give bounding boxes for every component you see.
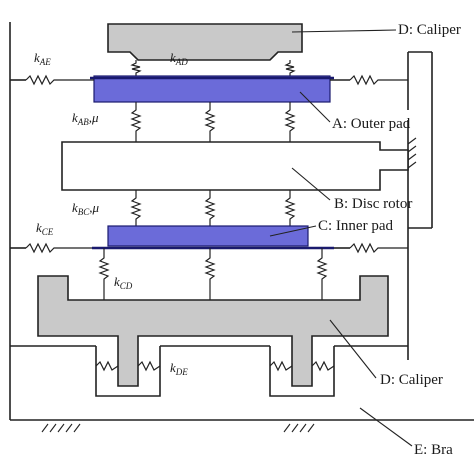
caliper-bottom-body <box>37 275 389 387</box>
ground-hatch-left <box>41 423 81 433</box>
spring-k-ae <box>25 74 94 86</box>
bracket-frame <box>9 22 474 433</box>
springs-k-ab <box>130 102 296 142</box>
spring-k-ce <box>25 242 92 254</box>
spring-k-ad-left <box>130 60 142 76</box>
symbol-k-cd: kCD <box>114 274 133 291</box>
bracket-right-support <box>407 51 433 360</box>
ground-hatch-right <box>283 423 315 433</box>
symbol-k-ab: kAB,μ <box>72 110 99 127</box>
symbol-k-ae: kAE <box>34 50 51 67</box>
springs-k-cd <box>98 248 328 300</box>
label-caliper-bottom: D: Caliper <box>380 372 443 388</box>
bracket-sockets <box>10 345 408 397</box>
label-disc-rotor: B: Disc rotor <box>334 196 412 212</box>
outer-pad-block <box>93 75 331 103</box>
label-inner-pad: C: Inner pad <box>318 218 393 234</box>
springs-k-bc <box>130 190 296 226</box>
leader-lines <box>269 29 413 447</box>
symbol-k-ad: kAD <box>170 50 188 67</box>
label-outer-pad: A: Outer pad <box>332 116 411 132</box>
symbol-k-de: kDE <box>170 360 188 377</box>
inner-pad-block <box>107 225 309 247</box>
spring-outer-pad-right <box>349 74 408 86</box>
symbol-k-ce: kCE <box>36 220 54 237</box>
spring-inner-pad-right <box>349 242 408 254</box>
disc-rotor <box>61 141 409 191</box>
springs-k-de <box>95 360 335 372</box>
label-bracket: E: Bra <box>414 442 453 458</box>
symbol-k-bc: kBC,μ <box>72 200 100 217</box>
caliper-top-body <box>107 23 303 61</box>
label-caliper-top: D: Caliper <box>398 22 461 38</box>
spring-k-ad-right <box>284 60 296 76</box>
